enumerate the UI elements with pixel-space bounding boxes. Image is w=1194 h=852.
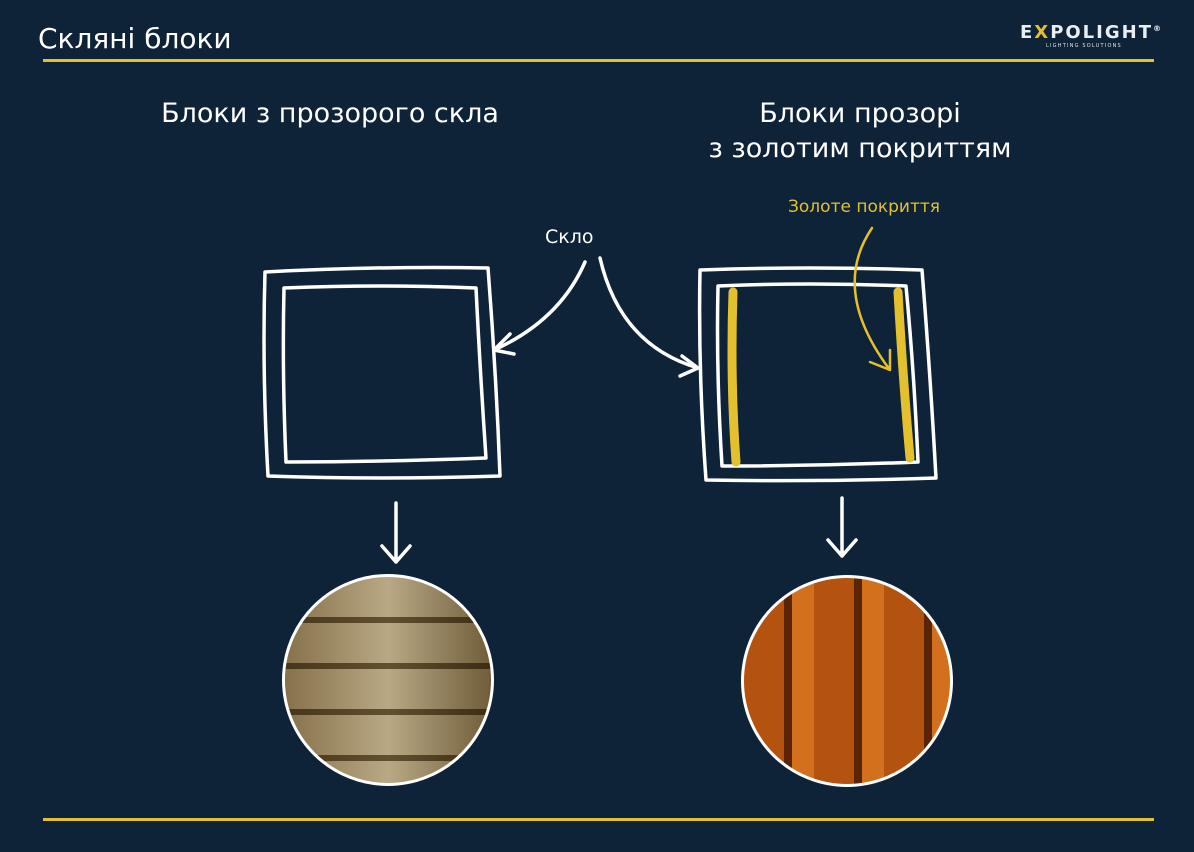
gold-title-line1: Блоки прозорі: [759, 98, 961, 129]
gold-glass-block-photo: [741, 575, 953, 787]
gold-blocks-title: Блоки прозорі з золотим покриттям: [660, 96, 1060, 166]
clear-glass-block-photo: [282, 574, 494, 786]
expolight-logo: EXPOLIGHT® LIGHTING SOLUTIONS: [1020, 22, 1163, 49]
arrow-to-gold: [598, 256, 700, 378]
clear-block-inner: [281, 284, 488, 464]
clear-block-outer: [262, 265, 502, 480]
gold-coating-label: Золоте покриття: [788, 197, 940, 217]
gold-title-line2: з золотим покриттям: [708, 133, 1012, 164]
gold-block-inner: [715, 282, 920, 468]
gold-stripe-left: [727, 287, 741, 467]
logo-registered: ®: [1152, 24, 1163, 33]
gold-stripe-right: [893, 287, 915, 463]
down-arrow-right: [826, 496, 858, 558]
footer-divider: [43, 818, 1154, 821]
logo-text: POLIGHT: [1050, 22, 1153, 43]
header-divider: [43, 59, 1154, 62]
down-arrow-left: [380, 501, 412, 564]
logo-tagline: LIGHTING SOLUTIONS: [1046, 43, 1122, 49]
clear-blocks-title: Блоки з прозорого скла: [161, 98, 499, 129]
glass-label: Скло: [545, 226, 594, 248]
page-title: Скляні блоки: [38, 22, 232, 55]
gold-arrow: [853, 226, 892, 372]
logo-text: X: [1034, 22, 1051, 43]
arrow-to-clear: [492, 260, 587, 356]
logo-text: E: [1020, 22, 1035, 43]
